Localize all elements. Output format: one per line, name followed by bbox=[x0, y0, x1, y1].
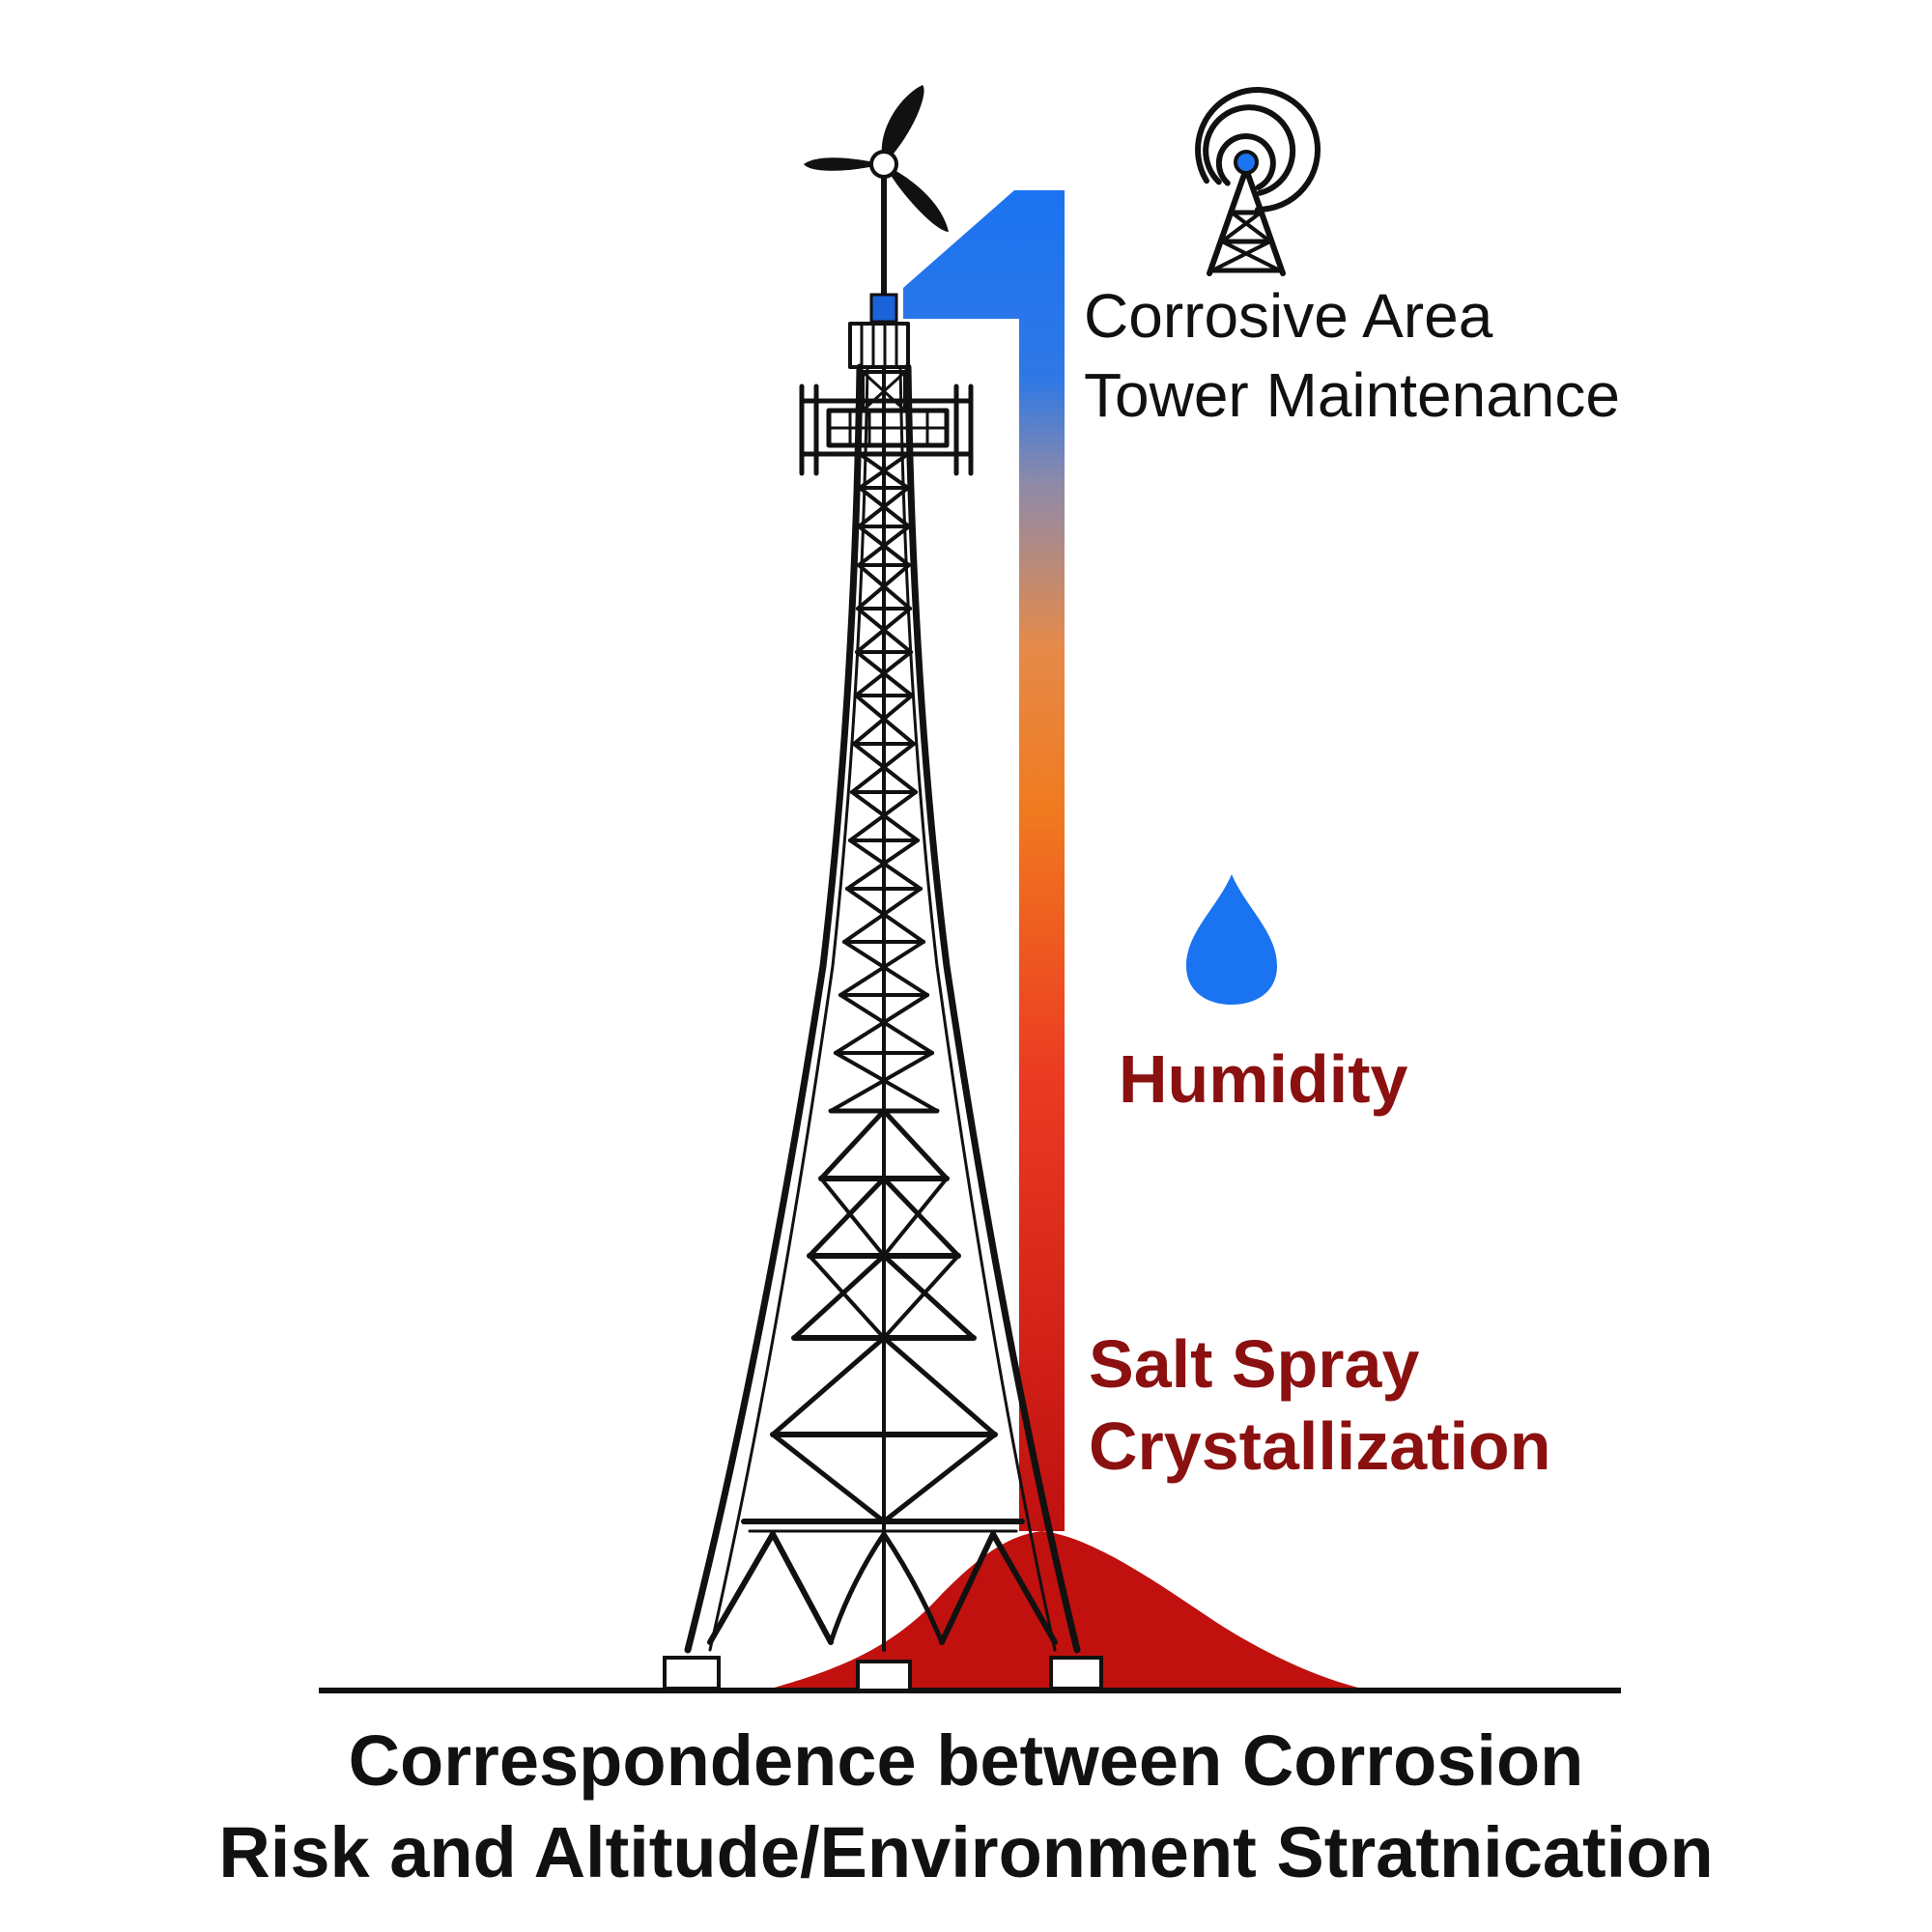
tower-leg-left bbox=[684, 363, 864, 1654]
water-drop-icon bbox=[1186, 874, 1277, 1005]
lattice-tower bbox=[684, 161, 1081, 1654]
caption-line1: Correspondence between Corrosion bbox=[348, 1720, 1584, 1801]
radio-tower-icon bbox=[1195, 87, 1321, 276]
wind-turbine-icon bbox=[804, 85, 949, 232]
tower-footing-right bbox=[1049, 1656, 1103, 1690]
corrosive-area-label: Corrosive Area Tower Maintenance bbox=[1084, 285, 1620, 443]
salt-spray-line2: Crystallization bbox=[1089, 1408, 1551, 1484]
humidity-label: Humidity bbox=[1119, 1041, 1408, 1117]
mast-sensor-box bbox=[869, 293, 898, 324]
caption-line2: Risk and Altitude/Environment Stratnicat… bbox=[218, 1812, 1714, 1892]
tower-footing-center bbox=[856, 1660, 912, 1692]
corrosive-area-line2: Tower Maintenance bbox=[1084, 360, 1620, 430]
salt-spray-line1: Salt Spray bbox=[1089, 1326, 1420, 1402]
antenna-platform bbox=[799, 322, 974, 476]
corrosion-gradient-band bbox=[903, 190, 1065, 1531]
tower-leg-right bbox=[904, 363, 1081, 1654]
corrosive-area-line1: Corrosive Area bbox=[1084, 281, 1493, 351]
diagram-caption: Correspondence between Corrosion Risk an… bbox=[0, 1719, 1932, 1903]
tower-footing-left bbox=[663, 1656, 721, 1690]
salt-spray-label: Salt Spray Crystallization bbox=[1089, 1330, 1550, 1494]
